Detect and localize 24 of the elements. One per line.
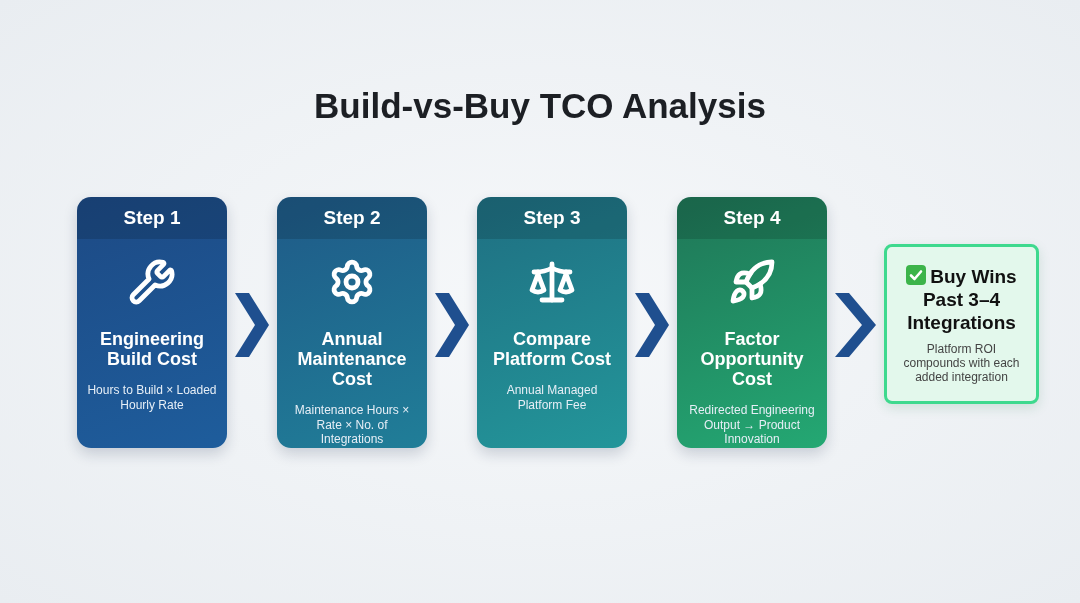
step-description: Annual Managed Platform Fee — [505, 383, 599, 412]
result-box — [884, 244, 1039, 404]
step-header: Step 3 — [477, 197, 627, 239]
chevron-arrow — [235, 293, 269, 357]
step-description: Redirected Engineering Output → Product Innovation — [688, 403, 816, 447]
result-description: Platform ROI compounds with each added integration — [902, 342, 1021, 384]
step-card — [477, 197, 627, 448]
step-card — [677, 197, 827, 448]
chevron-arrow — [635, 293, 669, 357]
step-heading: Annual Maintenance Cost — [296, 329, 408, 389]
step-heading: Engineering Build Cost — [99, 329, 205, 369]
chevron-arrow — [835, 293, 876, 357]
step-header: Step 4 — [677, 197, 827, 239]
chevron-arrow — [435, 293, 469, 357]
step-description: Maintenance Hours × Rate × No. of Integrations — [293, 403, 411, 447]
step-header: Step 1 — [77, 197, 227, 239]
step-header: Step 2 — [277, 197, 427, 239]
title: Build-vs-Buy TCO Analysis — [313, 86, 767, 126]
step-card — [277, 197, 427, 448]
step-heading: Factor Opportunity Cost — [699, 329, 805, 389]
result-heading: Buy Wins Past 3–4 Integrations — [905, 265, 1018, 334]
step-card — [77, 197, 227, 448]
step-heading: Compare Platform Cost — [492, 329, 612, 369]
step-description: Hours to Build × Loaded Hourly Rate — [86, 383, 218, 412]
